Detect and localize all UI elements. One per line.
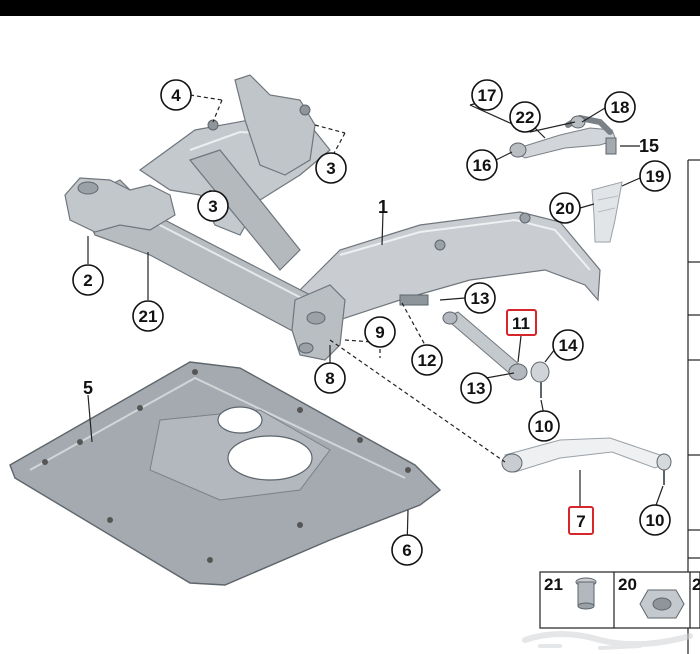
highlight-box-7: 7 bbox=[568, 506, 594, 535]
wishbone-arm bbox=[501, 437, 672, 485]
callout-14: 14 bbox=[552, 329, 584, 361]
callout-13-lower: 13 bbox=[460, 372, 492, 404]
callout-label: 12 bbox=[418, 351, 437, 370]
highlight-box-11: 11 bbox=[506, 309, 537, 336]
callout-4: 4 bbox=[160, 79, 192, 111]
callout-17: 17 bbox=[471, 79, 503, 111]
callout-label: 8 bbox=[325, 369, 334, 388]
inset-label-20: 20 bbox=[618, 575, 637, 594]
callout-13-upper: 13 bbox=[464, 282, 496, 314]
inset-label-21: 21 bbox=[544, 575, 563, 594]
callout-label: 21 bbox=[139, 307, 158, 326]
callout-20: 20 bbox=[549, 192, 581, 224]
callout-6: 6 bbox=[391, 534, 423, 566]
callout-label: 3 bbox=[326, 159, 335, 178]
callout-label: 19 bbox=[646, 167, 665, 186]
label-11: 11 bbox=[512, 314, 530, 333]
label-15: 15 bbox=[639, 136, 659, 156]
top-black-bar bbox=[0, 0, 700, 16]
callout-18: 18 bbox=[604, 91, 636, 123]
callout-16: 16 bbox=[466, 149, 498, 181]
watermark-logo bbox=[522, 631, 693, 650]
callout-label: 9 bbox=[375, 323, 384, 342]
label-1: 1 bbox=[378, 197, 388, 217]
callout-3-left: 3 bbox=[197, 190, 229, 222]
underbody-plate bbox=[9, 361, 442, 586]
callout-9: 9 bbox=[364, 316, 396, 348]
callout-8: 8 bbox=[314, 362, 346, 394]
callout-19: 19 bbox=[639, 160, 671, 192]
callout-label: 17 bbox=[478, 86, 497, 105]
label-5: 5 bbox=[83, 378, 93, 398]
callout-2: 2 bbox=[72, 264, 104, 296]
callout-10-wishbone: 10 bbox=[639, 504, 671, 536]
callout-label: 10 bbox=[646, 511, 665, 530]
callout-22: 22 bbox=[509, 101, 541, 133]
callout-label: 22 bbox=[516, 108, 535, 127]
label-7: 7 bbox=[576, 512, 585, 531]
callout-label: 13 bbox=[471, 289, 490, 308]
inset-label-2: 2 bbox=[692, 575, 700, 594]
callout-label: 10 bbox=[535, 417, 554, 436]
upper-control-arm bbox=[509, 114, 617, 159]
callout-label: 6 bbox=[402, 541, 411, 560]
thrust-link-arm bbox=[442, 311, 550, 398]
callout-label: 3 bbox=[208, 197, 217, 216]
callout-label: 14 bbox=[559, 336, 578, 355]
callout-label: 20 bbox=[556, 199, 575, 218]
callout-10-thrust-link: 10 bbox=[528, 410, 560, 442]
callout-12: 12 bbox=[411, 344, 443, 376]
callout-label: 2 bbox=[83, 271, 92, 290]
callout-label: 4 bbox=[171, 86, 181, 105]
callout-label: 13 bbox=[467, 379, 486, 398]
callout-3-right: 3 bbox=[315, 152, 347, 184]
callout-label: 18 bbox=[611, 98, 630, 117]
callout-label: 16 bbox=[473, 156, 492, 175]
callout-21: 21 bbox=[132, 300, 164, 332]
small-parts-inset: 21 20 2 bbox=[539, 571, 700, 629]
rubber-boot bbox=[591, 181, 623, 243]
